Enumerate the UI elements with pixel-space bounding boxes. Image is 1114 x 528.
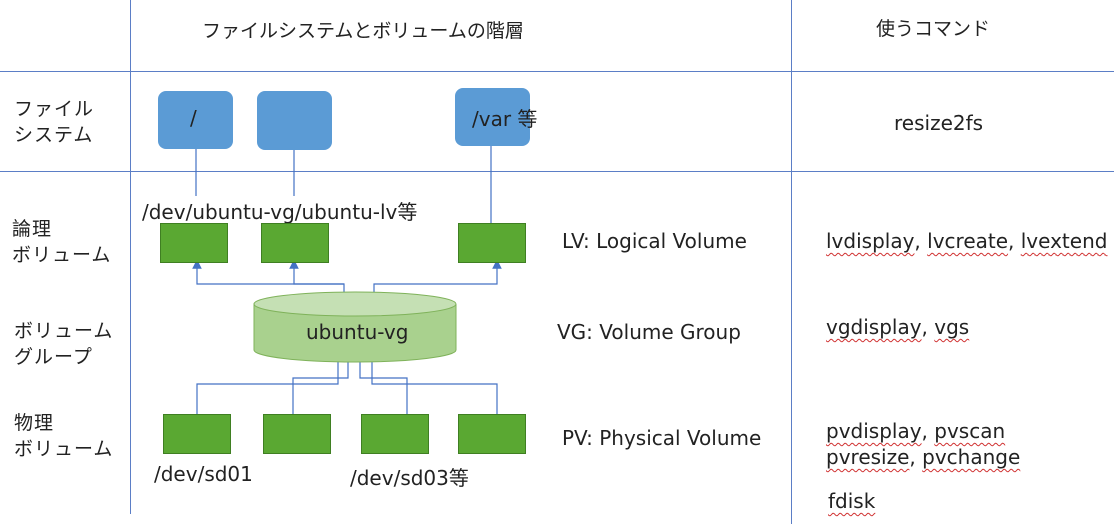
filesystem-blank [257, 91, 332, 150]
cmd-pvscan: pvscan [934, 419, 1006, 443]
row-label-physical-volume: 物理 ボリューム [14, 412, 114, 460]
cmd-filesystem: resize2fs [894, 111, 984, 135]
cmd-lvcreate: lvcreate [927, 229, 1009, 253]
cmd-pv-line2: pvresize, pvchange [826, 445, 1021, 469]
vg-name: ubuntu-vg [306, 320, 409, 344]
lv-box-1 [160, 223, 228, 263]
lv-box-2 [261, 223, 329, 263]
pv-box-3 [361, 414, 429, 454]
pv-description: PV: Physical Volume [562, 426, 762, 450]
cmd-vg-line: vgdisplay, vgs [826, 315, 970, 339]
cmd-pv-line1: pvdisplay, pvscan [826, 419, 1006, 443]
filesystem-root-label: / [190, 106, 197, 130]
commands-header: 使うコマンド [876, 18, 991, 40]
row-divider-filesystem [0, 171, 1114, 172]
hierarchy-header: ファイルシステムとボリュームの階層 [202, 20, 524, 42]
lv-description: LV: Logical Volume [562, 229, 747, 253]
filesystem-root [158, 91, 233, 149]
lv-box-3 [458, 223, 526, 263]
row-label-volume-group: ボリューム グループ [14, 320, 114, 368]
cmd-pvdisplay: pvdisplay [826, 419, 922, 443]
pv-device-first: /dev/sd01 [154, 462, 253, 486]
lv-path-label: /dev/ubuntu-vg/ubuntu-lv等 [140, 196, 420, 225]
cmd-pvchange: pvchange [922, 445, 1021, 469]
column-divider-right [791, 0, 792, 524]
row-divider-header [0, 71, 1114, 72]
cmd-lv-line: lvdisplay, lvcreate, lvextend [826, 229, 1108, 253]
cmd-lvdisplay: lvdisplay [826, 229, 915, 253]
filesystem-var [455, 88, 530, 146]
cmd-vgs: vgs [934, 315, 970, 339]
column-divider-left [130, 0, 131, 514]
cmd-pvresize: pvresize [826, 445, 910, 469]
pv-box-4 [458, 414, 526, 454]
cmd-fdisk: fdisk [828, 489, 875, 513]
pv-box-2 [263, 414, 331, 454]
row-label-filesystem: ファイル システム [14, 98, 95, 146]
row-label-logical-volume: 論理 ボリューム [12, 218, 112, 266]
pv-device-third: /dev/sd03等 [350, 466, 469, 490]
vg-description: VG: Volume Group [557, 320, 741, 344]
filesystem-var-label: /var 等 [472, 107, 538, 131]
vg-cylinder [253, 291, 457, 363]
cmd-lvextend: lvextend [1020, 229, 1108, 253]
cmd-vgdisplay: vgdisplay [826, 315, 922, 339]
cmd-fdisk-text: fdisk [828, 489, 876, 513]
pv-box-1 [163, 414, 231, 454]
